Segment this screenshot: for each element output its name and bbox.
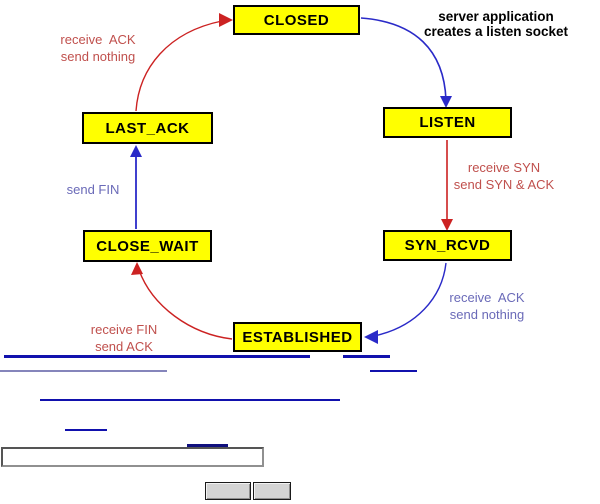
state-close-wait: CLOSE_WAIT xyxy=(83,230,212,262)
arrow-synrcvd-to-established xyxy=(373,262,447,337)
arrowhead-synrcvd-to-established xyxy=(364,330,378,344)
state-listen: LISTEN xyxy=(383,107,512,138)
annotation-receive-ack-send-nothing-bottom: receive ACK send nothing xyxy=(449,290,525,322)
annotation-receive-syn: receive SYN send SYN & ACK xyxy=(453,160,555,192)
submit-button[interactable] xyxy=(205,482,251,500)
state-established: ESTABLISHED xyxy=(233,322,362,352)
arrowhead-lastack-to-closed xyxy=(219,13,233,27)
reset-button[interactable] xyxy=(253,482,291,500)
link-underline-5[interactable] xyxy=(40,399,340,401)
arrow-lastack-to-closed xyxy=(135,20,223,112)
link-underline-4[interactable] xyxy=(370,370,417,372)
state-syn-rcvd: SYN_RCVD xyxy=(383,230,512,261)
answer-input[interactable] xyxy=(1,447,264,467)
arrowhead-closewait-to-lastack xyxy=(130,145,142,157)
link-underline-thick[interactable] xyxy=(187,444,228,448)
link-underline-3[interactable] xyxy=(0,370,167,372)
arrowhead-established-to-closewait xyxy=(131,262,143,275)
annotation-receive-ack-send-nothing-top: receive ACK send nothing xyxy=(60,32,136,64)
link-underline-2[interactable] xyxy=(343,355,390,358)
annotation-create-listen-socket: server application creates a listen sock… xyxy=(423,9,569,39)
annotation-receive-fin: receive FIN send ACK xyxy=(90,322,158,354)
state-last-ack: LAST_ACK xyxy=(82,112,213,144)
annotation-send-fin: send FIN xyxy=(66,182,120,197)
link-underline-1[interactable] xyxy=(4,355,310,358)
link-underline-6[interactable] xyxy=(65,429,107,431)
state-closed: CLOSED xyxy=(233,5,360,35)
